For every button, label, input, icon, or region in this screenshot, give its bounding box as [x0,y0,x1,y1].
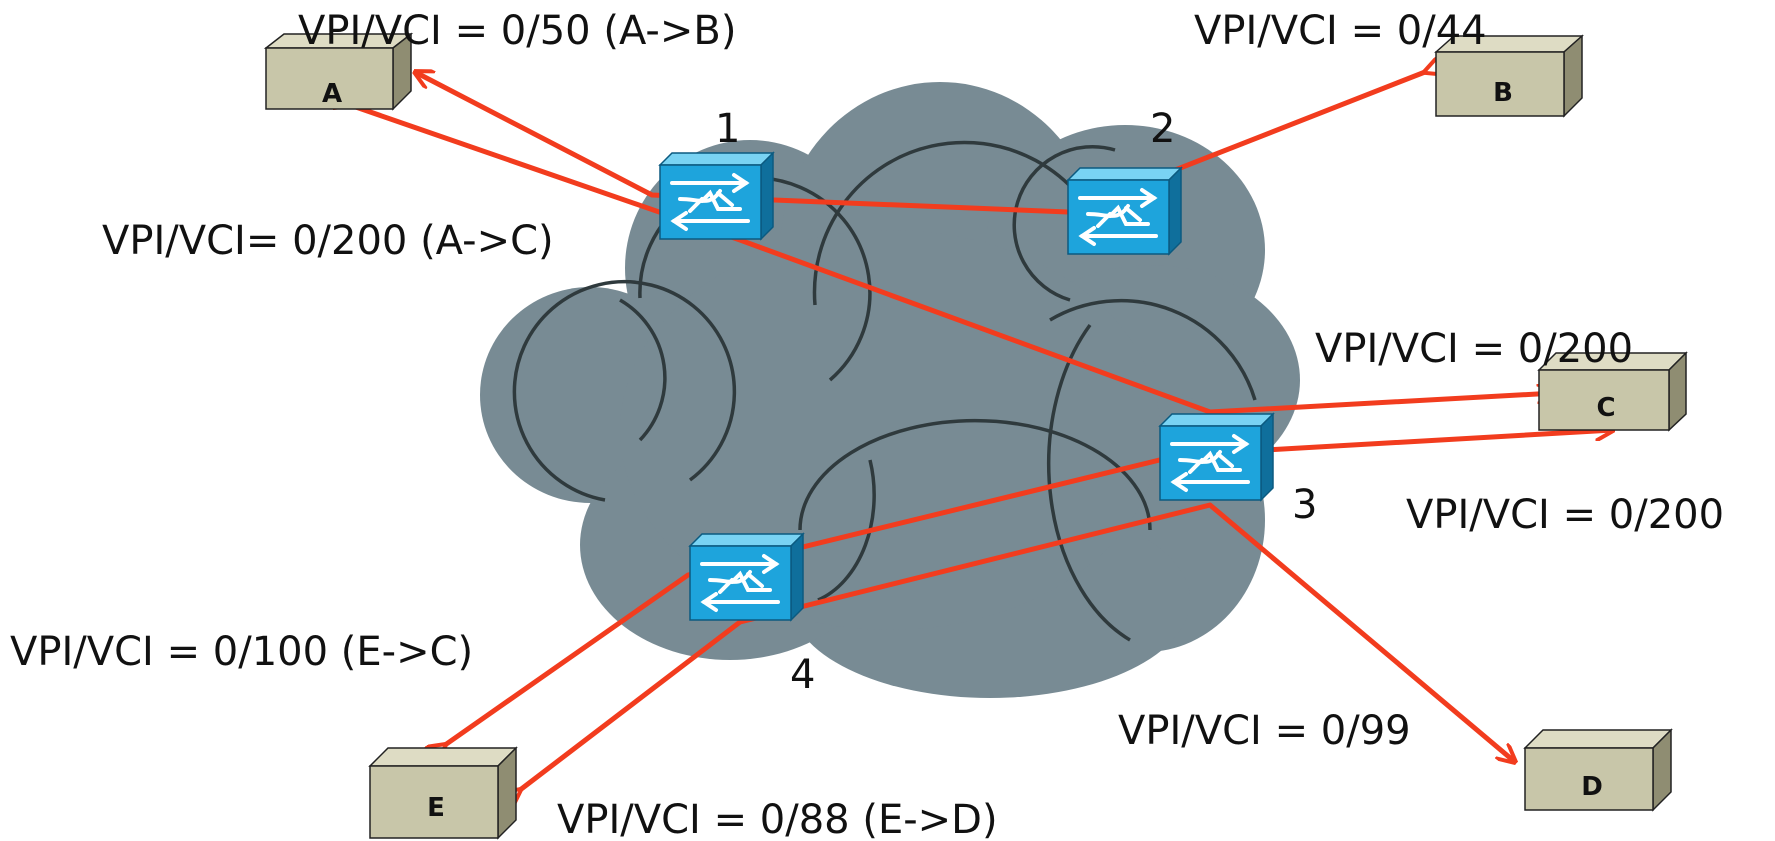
label-vc-b: VPI/VCI = 0/44 [1194,8,1487,54]
label-vc-c-top: VPI/VCI = 0/200 [1315,326,1633,372]
label-vc-c-bottom: VPI/VCI = 0/200 [1406,492,1724,538]
switch-2-number: 2 [1150,106,1175,152]
switch-4-icon[interactable] [688,532,805,622]
host-b-label: B [1493,78,1513,108]
switch-4-number: 4 [790,652,815,698]
host-b[interactable]: B [1434,34,1584,118]
path-e-to-c [445,430,1613,745]
switch-2-icon[interactable] [1066,166,1183,256]
host-a[interactable]: A [263,32,414,111]
switch-3-icon[interactable] [1158,412,1275,502]
switch-1-number: 1 [715,106,740,152]
switch-1-icon[interactable] [658,151,775,241]
host-a-label: A [322,79,342,109]
label-vc-d: VPI/VCI = 0/99 [1118,708,1411,754]
host-d[interactable]: D [1523,728,1673,812]
host-c-label: C [1596,393,1615,423]
path-e-to-d [520,502,1515,790]
host-c[interactable]: C [1537,351,1688,432]
host-e-label: E [427,793,445,823]
virtual-circuit-paths [350,72,1613,790]
host-d-label: D [1581,772,1603,802]
path-a-to-c [350,105,1555,415]
label-vc-e-c: VPI/VCI = 0/100 (E->C) [10,629,473,675]
label-vc-e-d: VPI/VCI = 0/88 (E->D) [557,797,998,841]
switch-3-number: 3 [1292,482,1317,528]
host-e[interactable]: E [368,746,518,840]
label-vc-a-c: VPI/VCI= 0/200 (A->C) [102,218,554,264]
label-vc-a-b: VPI/VCI = 0/50 (A->B) [298,8,736,54]
